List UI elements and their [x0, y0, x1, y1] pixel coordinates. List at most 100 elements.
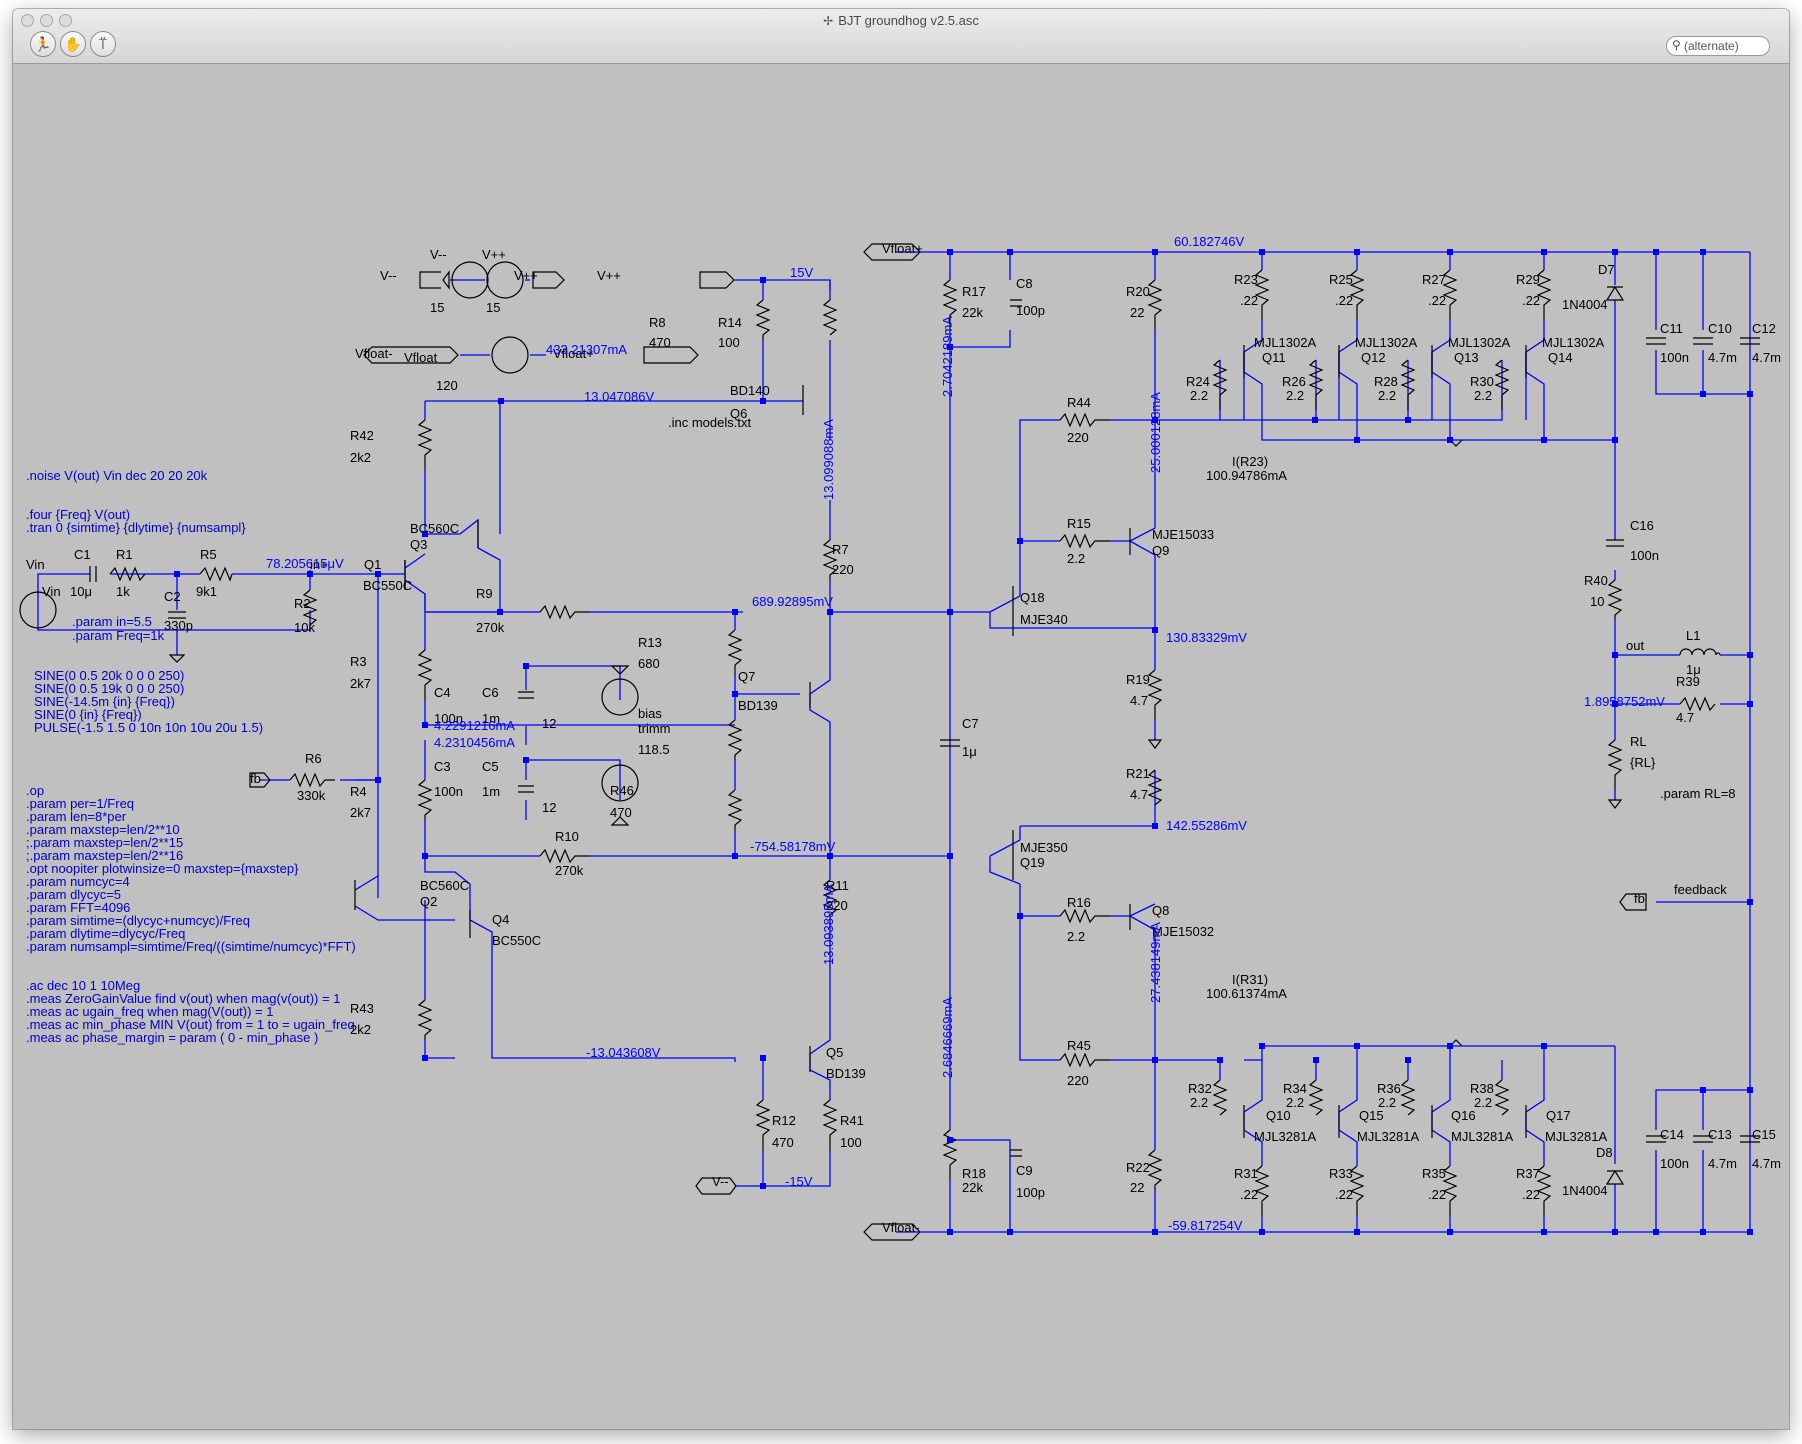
component-label: Q13 — [1454, 350, 1479, 365]
component-label: R42 — [350, 428, 374, 443]
component-label: C5 — [482, 759, 499, 774]
component-label: 10k — [294, 620, 315, 635]
component-label: 470 — [649, 335, 671, 350]
component-label: in+ — [310, 557, 328, 572]
component-label: 118.5 — [638, 742, 670, 757]
branch-current-label: 2.6846669mA — [940, 997, 955, 1078]
component-label: 220 — [832, 562, 854, 577]
probe-button[interactable]: ⍡ — [90, 31, 116, 57]
component-label: MJL3281A — [1357, 1129, 1419, 1144]
close-window-button[interactable] — [21, 14, 34, 27]
component-label: C7 — [962, 716, 979, 731]
component-label: 4.7m — [1752, 1156, 1781, 1171]
component-label: MJL1302A — [1448, 335, 1510, 350]
component-label: 2.2 — [1286, 1095, 1304, 1110]
component-label: Q5 — [826, 1045, 843, 1060]
component-label: C2 — [164, 589, 181, 604]
component-label: D8 — [1596, 1145, 1613, 1160]
node-voltage-label: 78.205615μV — [266, 556, 344, 571]
source-sine-2[interactable]: SINE(0 0.5 19k 0 0 0 250) — [34, 681, 184, 696]
component-label: R43 — [350, 1001, 374, 1016]
source-pulse[interactable]: PULSE(-1.5 1.5 0 10n 10n 10u 20u 1.5) — [34, 720, 263, 735]
include-directive[interactable]: .inc models.txt — [668, 415, 751, 430]
search-field[interactable]: ⚲ (alternate) — [1666, 36, 1770, 56]
component-label: fb — [1634, 891, 1645, 906]
source-sine-3[interactable]: SINE(-14.5m {in} {Freq}) — [34, 694, 175, 709]
component-label: 220 — [1067, 430, 1089, 445]
component-label: Vfloat- — [882, 1220, 920, 1235]
node-voltage-label: 1.8958752mV — [1584, 694, 1665, 709]
component-label: Q19 — [1020, 855, 1045, 870]
component-label: L1 — [1686, 628, 1700, 643]
param-in-directive[interactable]: .param in=5.5 — [72, 614, 152, 629]
component-label: 100 — [718, 335, 740, 350]
component-label: MJE15032 — [1152, 924, 1214, 939]
component-label: 2k7 — [350, 805, 371, 820]
component-label: trimm — [638, 721, 671, 736]
component-label: C10 — [1708, 321, 1732, 336]
op-directive-line: ;.param maxstep=len/2**15 — [26, 835, 183, 850]
component-label: .22 — [1428, 1187, 1446, 1202]
search-placeholder: (alternate) — [1684, 39, 1739, 53]
component-label: R28 — [1374, 374, 1398, 389]
component-label: 1m — [482, 784, 500, 799]
component-label: C12 — [1752, 321, 1776, 336]
component-label: Vin — [26, 557, 45, 572]
zoom-window-button[interactable] — [59, 14, 72, 27]
component-label: 100p — [1016, 1185, 1045, 1200]
node-voltage-label: -13.043608V — [586, 1045, 661, 1060]
component-label: 22k — [962, 305, 983, 320]
minimize-window-button[interactable] — [40, 14, 53, 27]
ac-directive-block[interactable]: .ac dec 10 1 10Meg.meas ZeroGainValue fi… — [26, 978, 355, 1045]
component-label: R39 — [1676, 674, 1700, 689]
component-label: Q11 — [1262, 350, 1286, 365]
component-label: R32 — [1188, 1081, 1212, 1096]
branch-current-label: 13.099088mA — [821, 419, 836, 500]
component-label: R31 — [1234, 1166, 1258, 1181]
node-voltage-label: 4.2291216mA — [434, 718, 515, 733]
component-label: Q12 — [1361, 350, 1386, 365]
four-directive[interactable]: .four {Freq} V(out) — [26, 507, 130, 522]
op-directive-block[interactable]: .op.param per=1/Freq.param len=8*per.par… — [26, 783, 356, 954]
component-label: 220 — [826, 898, 848, 913]
component-label: C3 — [434, 759, 451, 774]
component-label: Q2 — [420, 894, 437, 909]
param-rl-directive[interactable]: .param RL=8 — [1660, 786, 1736, 801]
window-title: BJT groundhog v2.5.asc — [838, 13, 979, 28]
component-label: R15 — [1067, 516, 1091, 531]
title-bar: ✢ BJT groundhog v2.5.asc 🏃 ✋ ⍡ ⚲ (alterna… — [13, 9, 1789, 64]
component-label: R44 — [1067, 395, 1091, 410]
param-freq-directive[interactable]: .param Freq=1k — [72, 628, 165, 643]
component-label: V++ — [482, 247, 506, 262]
noise-directive[interactable]: .noise V(out) Vin dec 20 20 20k — [26, 468, 208, 483]
op-directive-line: .param numsampl=simtime/Freq/((simtime/n… — [26, 939, 356, 954]
halt-button[interactable]: ✋ — [60, 31, 86, 57]
component-label: 4.7m — [1708, 1156, 1737, 1171]
component-label: Q7 — [738, 669, 755, 684]
source-sine-4[interactable]: SINE(0 {in} {Freq}) — [34, 707, 142, 722]
component-label: R8 — [649, 315, 666, 330]
component-label: 100n — [1630, 548, 1659, 563]
component-label: 100n — [434, 784, 463, 799]
ac-directive-line: .meas ac phase_margin = param ( 0 - min_… — [26, 1030, 318, 1045]
component-label: .22 — [1522, 1187, 1540, 1202]
component-label: Q4 — [492, 912, 509, 927]
schematic-file-icon: ✢ — [823, 14, 834, 28]
component-label: R14 — [718, 315, 742, 330]
component-label: 9k1 — [196, 584, 217, 599]
component-label: 680 — [638, 656, 660, 671]
component-label: 100p — [1016, 303, 1045, 318]
component-label: R18 — [962, 1166, 986, 1181]
component-label: R10 — [555, 829, 579, 844]
ac-directive-line: .meas ZeroGainValue find v(out) when mag… — [26, 991, 340, 1006]
component-label: 470 — [772, 1135, 794, 1150]
component-label: 2.2 — [1474, 1095, 1492, 1110]
component-label: R27 — [1422, 272, 1446, 287]
component-label: 1μ — [962, 744, 977, 759]
source-sine-1[interactable]: SINE(0 0.5 20k 0 0 0 250) — [34, 668, 184, 683]
tran-directive[interactable]: .tran 0 {simtime} {dlytime} {numsampl} — [26, 520, 246, 535]
component-label: BC550C — [492, 933, 541, 948]
component-label: Vin — [42, 584, 61, 599]
run-simulation-button[interactable]: 🏃 — [30, 31, 56, 57]
